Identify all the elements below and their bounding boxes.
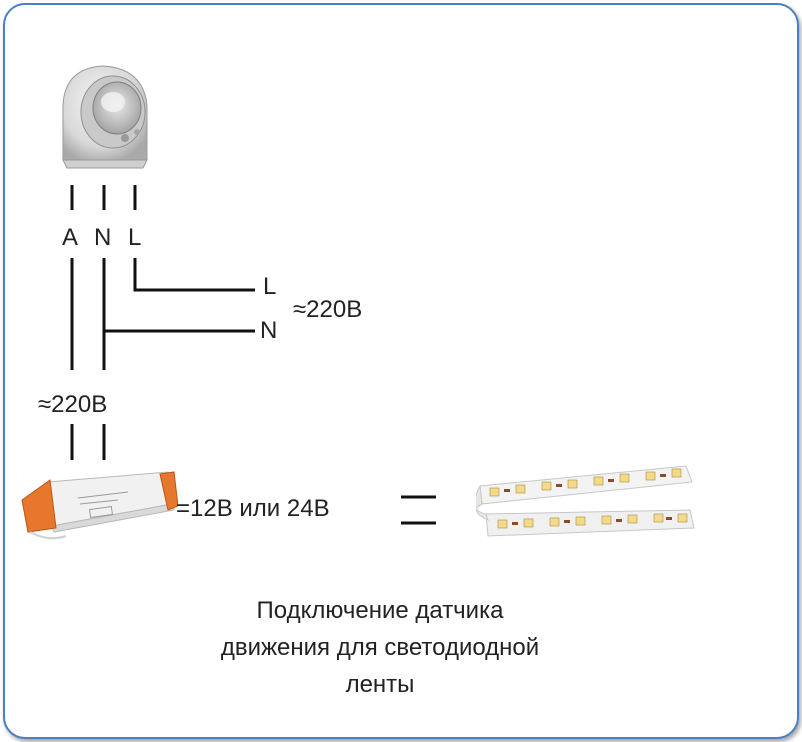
mains-label-l: L (263, 273, 277, 300)
terminal-label-n: N (94, 224, 112, 251)
led-strip-icon (476, 465, 695, 537)
wire-l-mains (133, 258, 255, 292)
caption-line-1: Подключение датчика (256, 597, 504, 624)
driver-input-voltage-label: ≈220В (38, 391, 108, 418)
diagram-caption: Подключение датчика движения для светоди… (150, 592, 610, 703)
terminal-label-l: L (128, 224, 142, 251)
dc-symbol-icon (401, 495, 436, 525)
terminal-label-a: A (62, 224, 79, 251)
caption-line-2: движения для светодиодной (220, 634, 540, 661)
caption-line-3: ленты (345, 671, 415, 698)
led-driver-icon (21, 471, 178, 540)
motion-sensor-icon (62, 65, 148, 169)
mains-voltage-label: ≈220В (293, 296, 363, 323)
dc-output-label: =12В или 24В (176, 495, 330, 522)
mains-label-n: N (260, 317, 278, 344)
